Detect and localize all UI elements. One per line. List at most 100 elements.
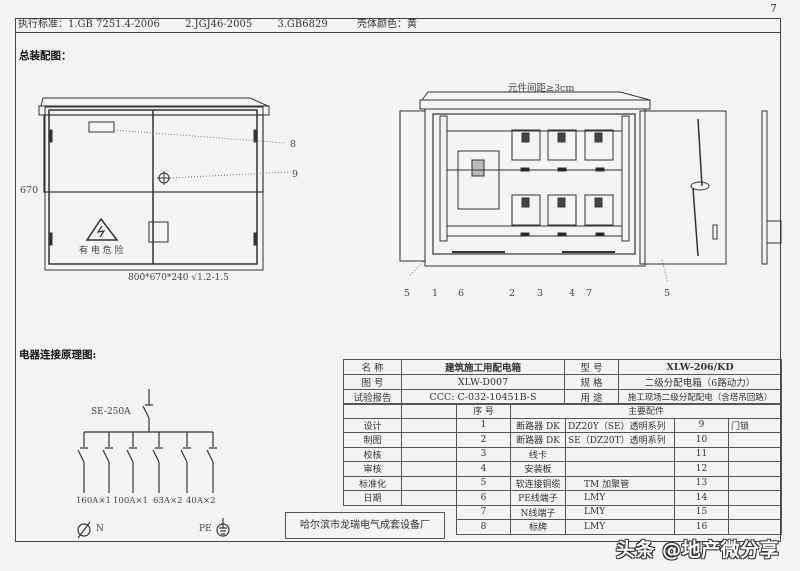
table-row: 日期 6 PE线端子 LMY 14 (343, 490, 783, 506)
part-number: 3 (456, 446, 511, 462)
part-spec: TM 加聚管 (565, 475, 675, 491)
model-key: 型 号 (564, 359, 619, 375)
danger-warning-text: 有 电 危 险 (79, 246, 124, 256)
standards-label: 执行标准：1.GB 7251.4-2006 (18, 19, 160, 30)
table-row: 制图 2 断路器 DK SE（DZ20T）透明系列 10 (343, 432, 783, 448)
callout-6: 6 (458, 288, 465, 299)
branch-label: 63A×2 (153, 496, 183, 506)
part-spec (565, 461, 675, 477)
signoff-label: 日期 (343, 490, 402, 506)
part-name (727, 461, 783, 477)
drawing-frame (15, 18, 781, 542)
branch-label: 40A×2 (186, 496, 216, 506)
table-row: 校核 3 线卡 11 (343, 446, 783, 462)
branch-label: 160A×1 (76, 496, 111, 506)
part-number: 9 (674, 417, 729, 433)
part-name: 软连接铜缆 (510, 475, 566, 491)
part-name (727, 432, 783, 448)
callout-8: 8 (290, 139, 297, 150)
callout-1: 1 (432, 288, 439, 299)
table-row: 标准化 5 软连接铜缆 TM 加聚管 13 (343, 475, 783, 491)
name-value: 建筑施工用配电箱 (401, 359, 565, 375)
part-number: 1 (456, 417, 511, 433)
standards-bar: 执行标准：1.GB 7251.4-2006 2.JGJ46-2005 3.GB6… (15, 18, 781, 33)
part-number: 13 (674, 475, 729, 491)
cabinet-open-drawing (399, 91, 782, 284)
part-name (727, 446, 783, 462)
spec-value: 二级分配电箱（6路动力） (618, 374, 782, 390)
part-number: 15 (674, 504, 729, 520)
parts-table: 序 号 主要配件 设计 1 断路器 DK DZ20Y（SE）透明系列 9 门锁 … (343, 403, 783, 535)
cabinet-front-drawing (38, 97, 289, 271)
part-number: 6 (456, 490, 511, 506)
assembly-title: 总装配图： (19, 50, 72, 62)
part-name: N线端子 (510, 504, 566, 520)
part-number: 8 (456, 519, 511, 535)
part-name (727, 519, 783, 535)
standard-item: 3.GB6829 (277, 19, 328, 30)
callout-4: 4 (569, 288, 576, 299)
part-number: 12 (674, 461, 729, 477)
part-number: 7 (456, 504, 511, 520)
spec-key: 规 格 (564, 374, 619, 390)
page-number: 7 (770, 2, 777, 15)
part-name: 门锁 (727, 417, 783, 433)
main-parts-header: 主要配件 (509, 403, 783, 419)
part-number: 2 (456, 432, 511, 448)
main-breaker-label: SE-250A (91, 407, 131, 417)
neutral-symbol-icon (77, 523, 91, 537)
callout-7: 7 (586, 288, 593, 299)
callout-2: 2 (509, 288, 516, 299)
part-number: 16 (674, 519, 729, 535)
title-block-header: 名 称 建筑施工用配电箱 型 号 XLW-206/KD 图 号 XLW-D007… (343, 359, 782, 405)
part-number: 5 (456, 475, 511, 491)
spacing-note: 元件间距≥3cm (508, 83, 575, 94)
schematic-title: 电器连接原理图: (19, 349, 97, 361)
part-spec: LMY (565, 490, 675, 506)
standard-item: 2.JGJ46-2005 (185, 19, 253, 30)
seq-header: 序 号 (456, 403, 511, 419)
signoff-label: 审核 (343, 461, 402, 477)
part-name: 断路器 DK (510, 432, 566, 448)
company-name: 哈尔滨市龙瑞电气成套设备厂 (285, 512, 445, 539)
title-row: 名 称 建筑施工用配电箱 型 号 XLW-206/KD (343, 359, 782, 375)
table-row: 8 标牌 LMY 16 (344, 519, 783, 535)
callout-9: 9 (292, 169, 299, 180)
drawing-no-value: XLW-D007 (401, 374, 565, 390)
name-key: 名 称 (343, 359, 402, 375)
callout-5-left: 5 (404, 288, 411, 299)
signoff-label: 标准化 (343, 475, 402, 491)
shell-color: 壳体颜色：黄 (357, 19, 417, 30)
wiring-schematic (77, 389, 230, 539)
part-name (727, 504, 783, 520)
part-name: PE线端子 (510, 490, 566, 506)
model-value: XLW-206/KD (618, 359, 782, 375)
part-spec: SE（DZ20T）透明系列 (565, 432, 675, 448)
part-number: 4 (456, 461, 511, 477)
part-name: 断路器 DK (510, 417, 566, 433)
part-spec: LMY (565, 519, 675, 535)
callout-5-right: 5 (664, 288, 671, 299)
part-number: 14 (674, 490, 729, 506)
part-number: 11 (674, 446, 729, 462)
callout-3: 3 (537, 288, 544, 299)
part-number: 10 (674, 432, 729, 448)
part-spec: DZ20Y（SE）透明系列 (565, 417, 675, 433)
signoff-label: 制图 (343, 432, 402, 448)
signoff-label: 设计 (343, 417, 402, 433)
watermark: 头条 @地产微分享 (616, 539, 780, 561)
part-name: 安装板 (510, 461, 566, 477)
part-name: 标牌 (510, 519, 566, 535)
drawing-no-key: 图 号 (343, 374, 402, 390)
part-name: 线卡 (510, 446, 566, 462)
part-name (727, 475, 783, 491)
height-dimension: 670 (20, 185, 39, 196)
part-name (727, 490, 783, 506)
dimensions-caption: 800*670*240 √1.2-1.5 (128, 273, 229, 283)
parts-header-row: 序 号 主要配件 (343, 403, 783, 419)
branch-label: 100A×1 (113, 496, 148, 506)
signoff-label: 校核 (343, 446, 402, 462)
table-row: 设计 1 断路器 DK DZ20Y（SE）透明系列 9 门锁 (343, 417, 783, 433)
part-spec (565, 446, 675, 462)
